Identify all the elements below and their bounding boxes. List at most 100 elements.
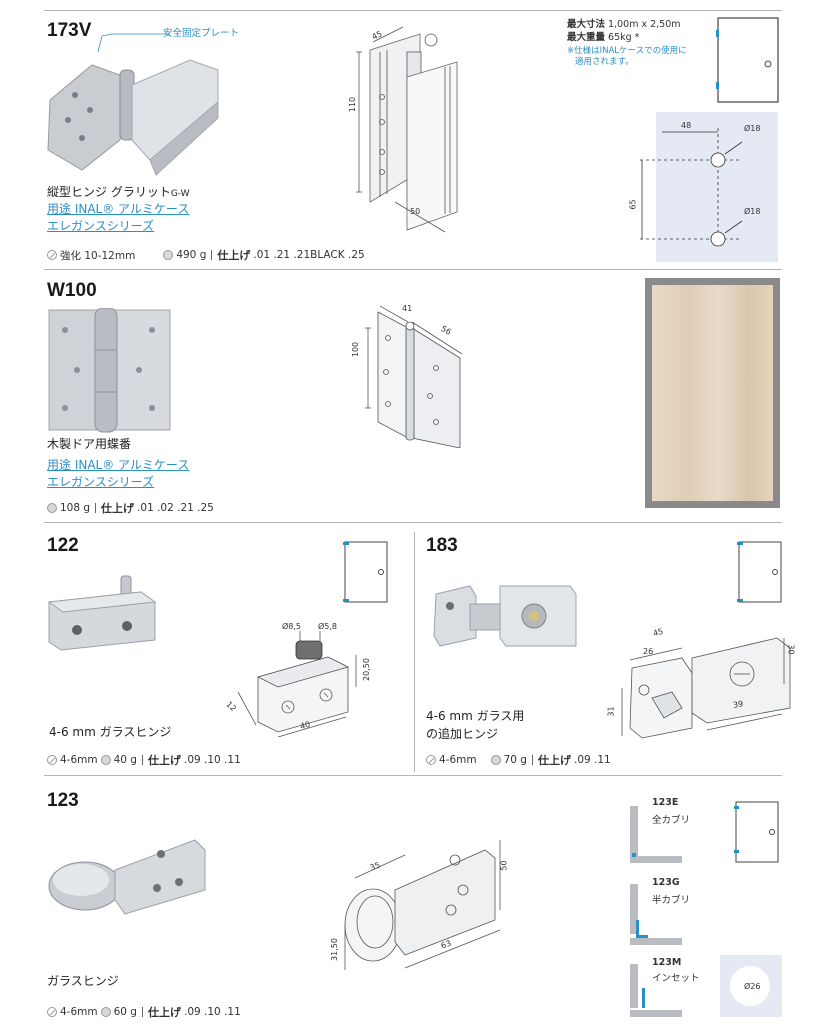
note-line2: 適用されます。 [575,57,634,67]
variant-123g-label: 半カブリ [652,895,691,906]
spec-row-122: 4-6mm 40 g 仕上げ .09 .10 .11 [47,752,241,768]
dim-2050: 20,50 [361,658,371,681]
glass-thickness-icon [47,755,57,765]
product-code-173v: 173V [47,20,92,41]
variant-123e-diagram [630,806,682,863]
spec-row-w100: 108 g 仕上げ .01 .02 .21 .25 [47,500,214,516]
spec-row-123: 4-6mm 60 g 仕上げ .09 .10 .11 [47,1004,241,1020]
wood-door-frame [645,278,780,508]
dim-58: Ø5,8 [318,622,338,631]
finish-values: .09 .10 .11 [183,1006,241,1018]
variant-123m-diagram [630,964,682,1017]
weight-icon [100,755,111,765]
finish-label: 仕上げ [101,502,135,515]
column-divider [414,532,415,772]
weight-icon [47,503,57,513]
hole-circle [730,966,770,1006]
wood-door-panel [652,285,773,501]
hinge-w100-drawing [365,305,463,448]
product-name-122: 4-6 mm ガラスヒンジ [49,725,172,739]
spec-note: ※仕様はINALケースでの使用に適用されます。 [567,46,687,68]
product-name-w100: 木製ドア用蝶番 [47,437,132,451]
usage-link-w100[interactable]: 用途 INAL® アルミケース [47,458,190,472]
hinge-122-drawing [237,631,357,737]
weight-value: 490 g [176,249,207,261]
name-text: 縦型ヒンジ グラリット [47,185,171,199]
dim-85: Ø8,5 [282,622,302,631]
hinge-123-drawing [344,840,501,970]
dim-100: 100 [351,341,361,358]
max-weight-value: 65kg * [608,32,640,43]
section-rule [44,522,782,523]
product-name-173v: 縦型ヒンジ グラリットG-W [47,183,190,203]
product-name-183: 4-6 mm ガラス用の追加ヒンジ [426,707,524,743]
section-rule [44,269,782,270]
dim-30: 30 [786,644,796,655]
hinge-w100-photo [48,308,171,433]
variant-123m-label: インセット [652,973,700,984]
door-diagram-123 [734,801,779,863]
name-line2: の追加ヒンジ [426,727,499,741]
dim-50: 50 [499,860,509,871]
hole-layout-panel [640,112,778,262]
dim-50: 50 [410,207,421,216]
spec-row-173v: 強化 10-12mm 490 g 仕上げ .01 .21 .21BLACK .2… [47,247,365,263]
glass-thickness: 4-6mm [439,754,477,766]
hinge-123-photo [48,839,206,915]
door-diagram-173v [716,17,779,103]
weight-value: 60 g [113,1006,137,1018]
finish-values: .01 .21 .21BLACK .25 [253,249,365,261]
dim-39: 39 [732,699,744,710]
name-suffix: G-W [170,189,190,199]
glass-thickness-icon [426,755,436,765]
max-weight: 最大重量 65kg * [567,31,639,44]
max-size-value: 1,00m x 2,50m [608,19,681,30]
weight-value: 40 g [113,754,137,766]
usage-link-173v[interactable]: 用途 INAL® アルミケース [47,202,190,216]
series-link-173v[interactable]: エレガンスシリーズ [47,219,155,233]
door-diagram-183 [737,541,782,603]
top-rule [44,10,782,11]
finish-values: .01 .02 .21 .25 [137,502,214,514]
spec-row-183: 4-6mm 70 g 仕上げ .09 .11 [426,752,611,768]
weight-icon [490,755,501,765]
dim-65: 65 [628,199,638,210]
glass-thickness: 強化 10-12mm [60,249,136,262]
glass-thickness: 4-6mm [60,754,98,766]
product-code-123: 123 [47,790,79,811]
variant-123g-code: 123G [652,877,680,888]
max-size-label: 最大寸法 [567,19,606,30]
glass-thickness-icon [47,1007,57,1017]
dim-31: 31 [606,706,616,717]
weight-icon [100,1007,111,1017]
finish-label: 仕上げ [537,754,571,767]
finish-values: .09 .11 [573,754,611,766]
dim-26: Ø26 [744,982,761,991]
max-size: 最大寸法 1,00m x 2,50m [567,18,681,31]
finish-label: 仕上げ [147,1006,181,1019]
dim-26: 26 [643,647,654,656]
dim-110: 110 [348,96,358,113]
dim-41: 41 [402,304,413,313]
product-name-123: ガラスヒンジ [47,974,119,988]
name-line1: 4-6 mm ガラス用 [426,709,525,723]
series-link-w100[interactable]: エレガンスシリーズ [47,475,155,489]
weight-value: 70 g [503,754,527,766]
dim-3150: 31,50 [329,938,339,961]
hinge-183-drawing [621,637,791,739]
hinge-122-photo [47,575,157,651]
variant-123g-diagram [630,884,682,945]
finish-label: 仕上げ [147,754,181,767]
glass-thickness-icon [47,250,57,260]
dim-18b: Ø18 [744,207,761,216]
product-code-w100: W100 [47,280,97,301]
product-code-183: 183 [426,535,458,556]
finish-label: 仕上げ [217,249,251,262]
glass-thickness: 4-6mm [60,1006,98,1018]
variant-123m-code: 123M [652,957,682,968]
safety-plate-callout: 安全固定プレート [163,28,240,39]
door-diagram-122 [343,541,388,603]
dim-48: 48 [681,121,692,130]
product-code-122: 122 [47,535,79,556]
variant-123e-code: 123E [652,797,679,808]
